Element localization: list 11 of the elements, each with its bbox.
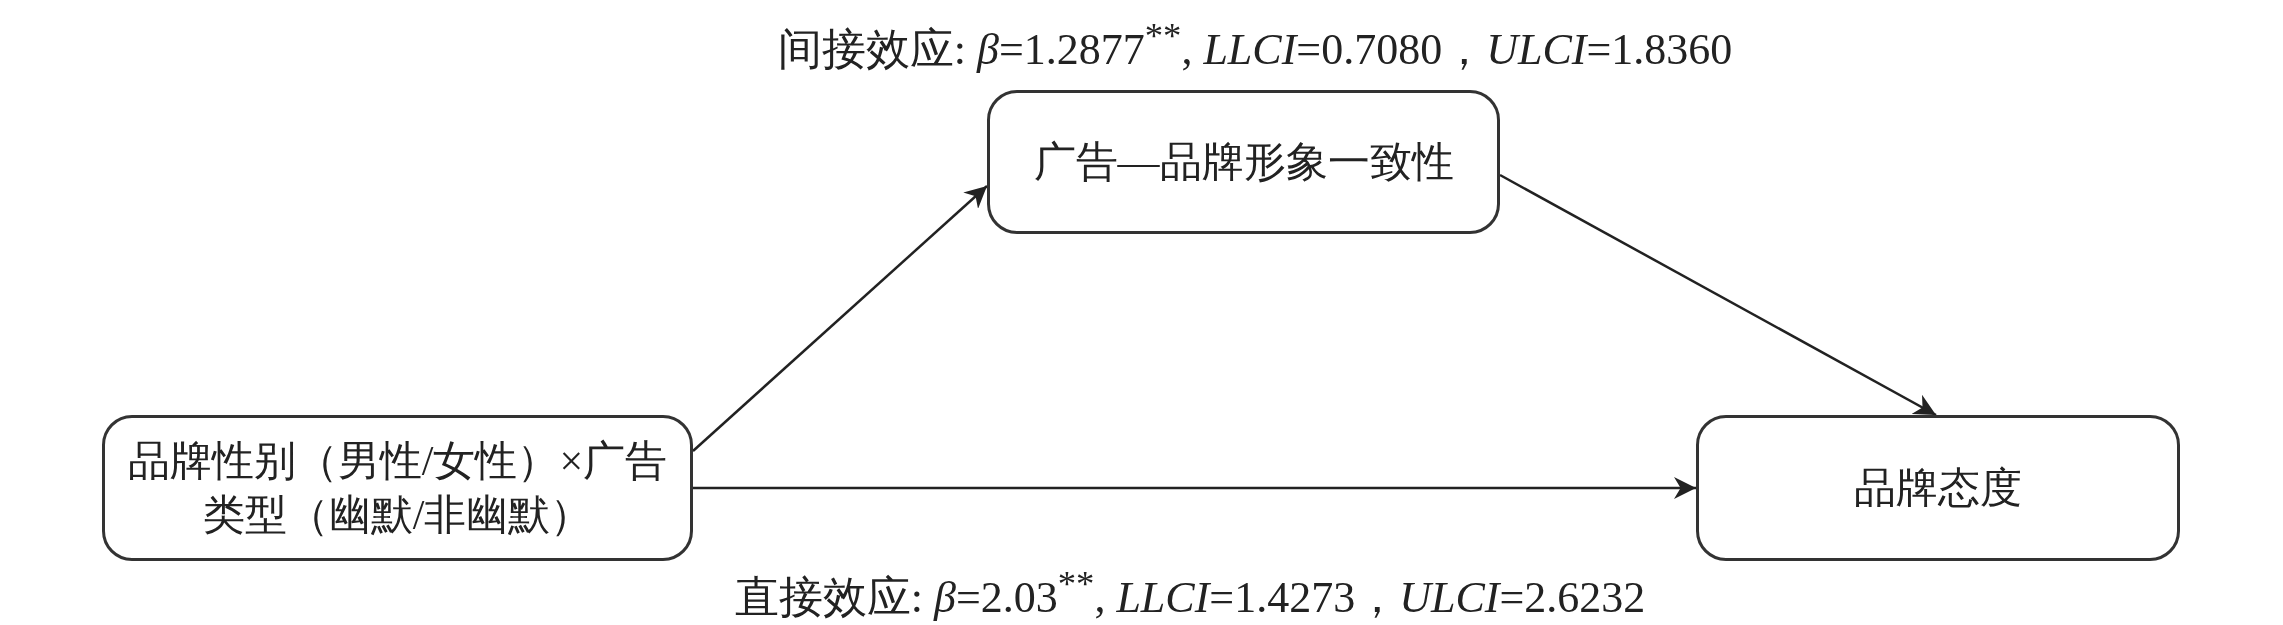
box-label: 品牌性别（男性/女性）×广告类型（幽默/非幽默） [127, 437, 668, 540]
effect-label: 间接效应: β=1.2877$^{**}$, LLCI=0.7080，ULCI=1.8360 [777, 14, 1733, 76]
process-box [1696, 415, 2180, 561]
arrow [692, 185, 988, 452]
arrow [693, 477, 1696, 499]
process-box [102, 415, 693, 561]
process-box [987, 90, 1500, 234]
effect-label: 直接效应: β=2.03$^{**}$, LLCI=1.4273，ULCI=2.6232 [734, 562, 1646, 624]
arrow [1499, 173, 1937, 417]
box-label: 品牌态度 [1854, 464, 2022, 513]
box-label: 广告—品牌形象一致性 [1033, 138, 1454, 187]
